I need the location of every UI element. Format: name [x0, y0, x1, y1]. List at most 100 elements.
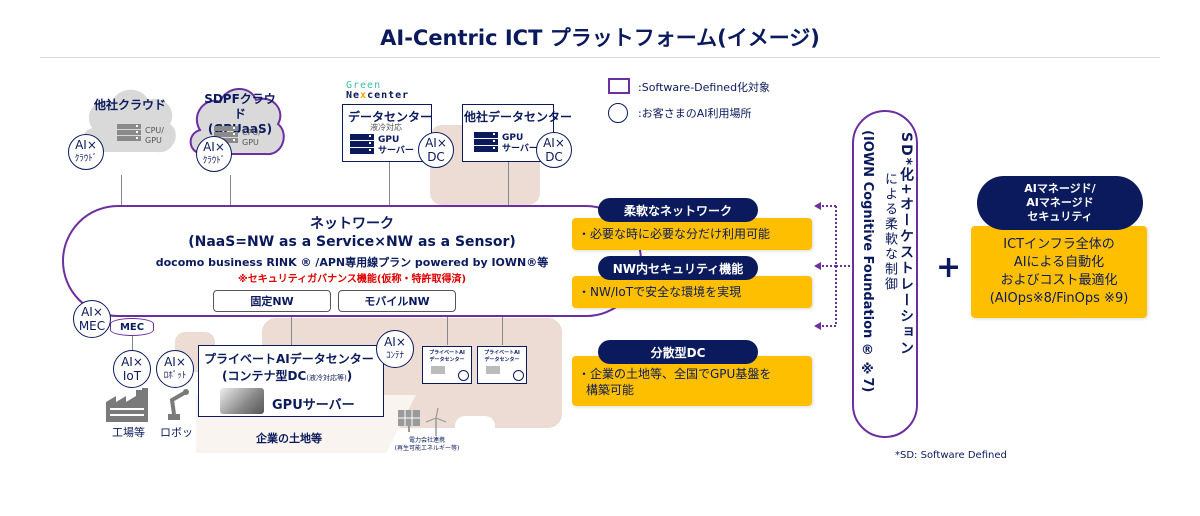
ai-managed-title: AIマネージド/ AIマネージド セキュリティ — [977, 176, 1143, 230]
ai-circle-label: AI× — [75, 138, 97, 152]
gpu-server-image — [431, 366, 445, 374]
server-label: CPU/ — [145, 126, 164, 135]
gpu-server-image — [220, 388, 264, 414]
ai-circle-sublabel: DC — [545, 150, 563, 164]
feature-distributed-dc-title: 分散型DC — [598, 340, 758, 364]
logo-line: Green — [346, 80, 382, 91]
ai-managed-body-line: ICTインフラ全体の — [1003, 237, 1115, 252]
fixed-nw-button: 固定NW — [213, 290, 331, 312]
factory-label: 工場等 — [112, 426, 145, 439]
ai-managed-title-line: セキュリティ — [1027, 210, 1093, 223]
gpu-label: GPU — [502, 133, 524, 143]
feature-body-line: 構築可能 — [586, 383, 635, 397]
server-label: GPU — [242, 138, 259, 147]
feature-body-line: ・企業の土地等、全国でGPU基盤を — [578, 367, 772, 381]
datacenter-box — [342, 104, 432, 162]
solar-wind-icon — [398, 408, 447, 436]
robot-label: ロボット — [160, 426, 204, 439]
cloud-title: SDPFクラウド (GPUaaS) — [200, 92, 280, 137]
legend-software-defined-swatch — [608, 78, 630, 94]
iown-cognitive-foundation: (IOWN Cognitive Foundation ® ※7) — [860, 130, 875, 393]
gpu-server-icon — [350, 134, 374, 155]
feature-flexible-network-title: 柔軟なネットワーク — [598, 198, 758, 222]
ai-managed-body: ICTインフラ全体の AIによる自動化 およびコスト最適化 (AIOps※8/F… — [971, 226, 1147, 318]
gpu-server-icon — [474, 132, 498, 153]
sd-orchestration-subtitle: による柔軟な制御 — [882, 172, 897, 292]
ai-managed-title-line: AIマネージド/ — [1024, 182, 1096, 195]
gpu-label: サーバー — [378, 146, 414, 156]
orchestration-arrows — [814, 202, 854, 330]
ai-dc-circle: AI× DC — [418, 132, 454, 168]
mini-dc-label: プライベートAI — [429, 350, 465, 356]
datacenter-title: データセンター — [348, 110, 433, 124]
connector-line — [389, 162, 390, 207]
enterprise-land-label: 企業の土地等 — [256, 432, 322, 445]
logo-part: center — [367, 90, 410, 101]
cloud-title: 他社クラウド — [93, 98, 166, 112]
cloud-title-line: (GPUaaS) — [207, 122, 273, 136]
gpu-label: GPU — [378, 135, 400, 145]
factory-icon — [106, 388, 148, 422]
subtitle-part: ) — [346, 369, 353, 383]
server-label: GPU — [145, 136, 162, 145]
connector-line — [291, 312, 292, 346]
feature-nw-security-body: ・NW/IoTで安全な環境を実現 — [572, 276, 812, 308]
cloud-shape-other — [82, 89, 176, 153]
mini-private-dc: プライベートAI データセンター — [422, 346, 472, 384]
sd-orchestration-title: SD*化+オーケストレーション — [898, 132, 914, 357]
ai-managed-body-line: (AIOps※8/FinOps ※9) — [989, 291, 1129, 306]
green-nexcenter-logo: Green Nexcenter — [346, 81, 409, 101]
network-title: ネットワーク — [310, 216, 394, 232]
connector-line — [230, 175, 231, 207]
mini-dc-label: プライベートAI — [484, 350, 520, 356]
gpu-server-image — [486, 366, 500, 374]
ai-iot-circle: AI× IoT — [113, 350, 151, 388]
ai-circle-sublabel: DC — [427, 150, 445, 164]
ai-circle-label: AI× — [543, 136, 565, 150]
ai-container-circle: AI× ｺﾝﾃﾅ — [376, 330, 414, 368]
private-dc-title: プライベートAIデータセンター — [204, 352, 374, 366]
mec-node: MEC — [110, 318, 154, 336]
ai-circle-sublabel: ｸﾗｳﾄﾞ — [202, 156, 226, 166]
subtitle-part: (コンテナ型DC — [222, 369, 307, 383]
gpu-label: サーバー — [502, 144, 538, 154]
legend-ai-place-swatch — [608, 103, 628, 123]
server-label: CPU/ — [242, 128, 261, 137]
power-label-line: (再生可能エネルギー等) — [394, 445, 460, 452]
ai-managed-body-line: AIによる自動化 — [1013, 255, 1105, 270]
ai-mini-circle — [513, 370, 524, 381]
ai-cloud-circle: AI× ｸﾗｳﾄﾞ — [196, 136, 232, 172]
connector-line — [447, 315, 448, 345]
ai-mec-circle: AI× MEC — [73, 300, 111, 338]
title-divider — [40, 57, 1160, 58]
ai-circle-sublabel: ｺﾝﾃﾅ — [385, 351, 404, 361]
connector-line — [508, 162, 509, 207]
ai-circle-sublabel: ｸﾗｳﾄﾞ — [74, 154, 98, 164]
connector-line — [132, 336, 133, 352]
ai-circle-sublabel: MEC — [78, 319, 106, 333]
logo-part: Ne — [346, 90, 361, 101]
datacenter-sub: 液冷対応 — [370, 123, 402, 132]
datacenter-title: 他社データセンター — [464, 110, 573, 124]
mini-dc-label: データセンター — [484, 357, 520, 363]
connector-line — [502, 315, 503, 345]
ai-managed-body-line: およびコスト最適化 — [1000, 273, 1118, 288]
footnote-sd: *SD: Software Defined — [895, 450, 1007, 461]
sd-orchestration-pill — [852, 110, 918, 438]
private-dc-gpu-label: GPUサーバー — [272, 398, 355, 413]
ai-circle-label: AI× — [81, 305, 103, 319]
connector-line — [121, 175, 122, 207]
ai-cloud-circle: AI× ｸﾗｳﾄﾞ — [68, 134, 104, 170]
network-security-note: ※セキュリティガバナンス機能(仮称・特許取得済) — [237, 274, 467, 285]
ai-circle-label: AI× — [121, 355, 143, 369]
ai-circle-label: AI× — [203, 140, 225, 154]
ai-robot-circle: AI× ﾛﾎﾞｯﾄ — [156, 350, 194, 388]
subtitle-part: (液冷対応等) — [306, 374, 347, 382]
feature-nw-security-title: NW内セキュリティ機能 — [598, 256, 758, 280]
feature-distributed-dc-body: ・企業の土地等、全国でGPU基盤を 構築可能 — [572, 356, 812, 406]
server-icon — [117, 124, 141, 142]
legend-ai-place: :お客さまのAI利用場所 — [638, 107, 752, 120]
ai-managed-title-line: AIマネージド — [1026, 196, 1094, 209]
power-label-line: 電力会社連携 — [408, 437, 445, 444]
logo-part: x — [360, 90, 368, 101]
